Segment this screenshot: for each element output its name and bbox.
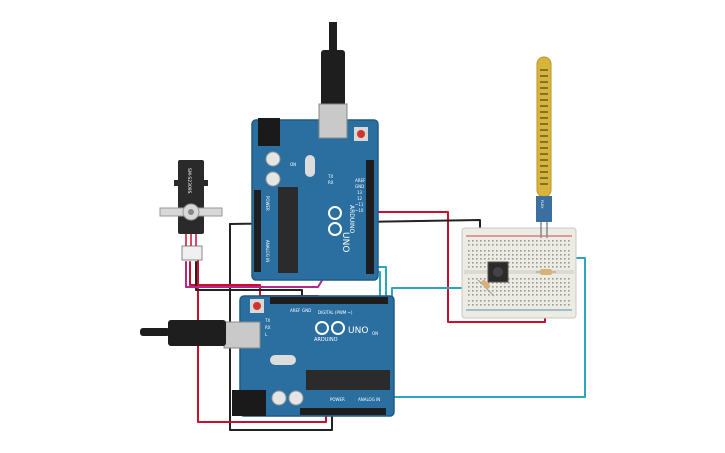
- label-rx-top: RX: [328, 180, 334, 185]
- label-rx-bottom: RX: [265, 325, 271, 330]
- servo-leads: [185, 234, 197, 246]
- servo-motor[interactable]: SM-S2309S: [159, 160, 223, 261]
- power-header-bottom: [300, 408, 386, 415]
- label-13-top: 13: [357, 190, 363, 195]
- label-on-top: ON: [290, 162, 296, 167]
- servo-hub-center: [188, 209, 194, 215]
- servo-connector: [181, 245, 203, 261]
- label-power-bottom: POWER: [330, 397, 345, 402]
- crystal-bottom: [270, 355, 296, 365]
- capacitor-bottom-1: [271, 390, 287, 406]
- breadboard-channel: [464, 270, 574, 274]
- crystal-top: [305, 155, 315, 177]
- flex-pattern: [540, 69, 548, 185]
- label-gnd-bottom: GND: [302, 308, 311, 313]
- resistor-1: [477, 279, 495, 297]
- label-tx-top: TX: [327, 174, 333, 179]
- label-digital-bottom: DIGITAL (PWM ~): [318, 310, 353, 315]
- arduino-top[interactable]: ARDUINO UNO AREF GND 13 12 ~11 ~10 TX RX…: [251, 22, 379, 281]
- breadboard[interactable]: [461, 227, 577, 319]
- microcontroller-bottom: [306, 370, 390, 390]
- digital-header-bottom: [270, 297, 388, 304]
- label-aref-bottom: AREF: [290, 308, 301, 313]
- reset-button-bottom-cap[interactable]: [253, 302, 261, 310]
- board-model-top: UNO: [340, 232, 350, 252]
- servo-mount: [174, 180, 208, 186]
- capacitor-top-2: [265, 171, 281, 187]
- microcontroller-top: [278, 187, 298, 273]
- servo-label: SM-S2309S: [186, 168, 192, 194]
- board-logo-top: ARDUINO: [348, 205, 355, 234]
- capacitor-top-1: [265, 151, 281, 167]
- label-tx-bottom: TX: [264, 318, 270, 323]
- flex-label: FLEX: [540, 200, 544, 209]
- capacitor-bottom-2: [288, 390, 304, 406]
- label-l-bottom: L: [265, 332, 268, 337]
- label-11-top: ~11: [355, 202, 364, 207]
- label-analog-bottom: ANALOG IN: [358, 397, 380, 402]
- label-aref-top: AREF: [355, 178, 366, 183]
- digital-header-top: [366, 160, 374, 274]
- usb-port-top: [318, 103, 348, 139]
- power-header-top: [254, 190, 261, 272]
- arduino-logo-top: [328, 206, 342, 236]
- label-gnd-top: GND: [355, 184, 364, 189]
- power-jack-top: [258, 118, 280, 146]
- board-model-bottom: UNO: [348, 326, 368, 336]
- board-logo-bottom: ARDUINO: [314, 337, 338, 343]
- label-on-bottom: ON: [372, 331, 378, 336]
- flex-strip: [536, 56, 552, 198]
- label-10-top: ~10: [355, 208, 364, 213]
- flex-base: [536, 196, 552, 222]
- reset-button-top-cap[interactable]: [357, 130, 365, 138]
- resistor-2: [536, 269, 556, 275]
- usb-cable-bottom: [140, 328, 170, 336]
- usb-port-bottom: [223, 321, 261, 349]
- label-analog-top: ANALOG IN: [265, 240, 270, 262]
- usb-plug-bottom: [168, 320, 226, 346]
- push-button[interactable]: [487, 261, 509, 283]
- usb-plug-top: [321, 50, 345, 106]
- flex-leads: [540, 222, 548, 238]
- wire-servo-black[interactable]: [195, 261, 303, 297]
- arduino-bottom[interactable]: ARDUINO UNO DIGITAL (PWM ~) POWER ANALOG…: [140, 295, 395, 417]
- label-12-top: 12: [357, 196, 363, 201]
- usb-cable-top: [329, 22, 337, 52]
- arduino-logo-bottom: [315, 321, 345, 335]
- flex-sensor[interactable]: FLEX: [536, 56, 552, 238]
- power-jack-bottom: [232, 390, 266, 416]
- label-power-top: POWER: [265, 196, 270, 211]
